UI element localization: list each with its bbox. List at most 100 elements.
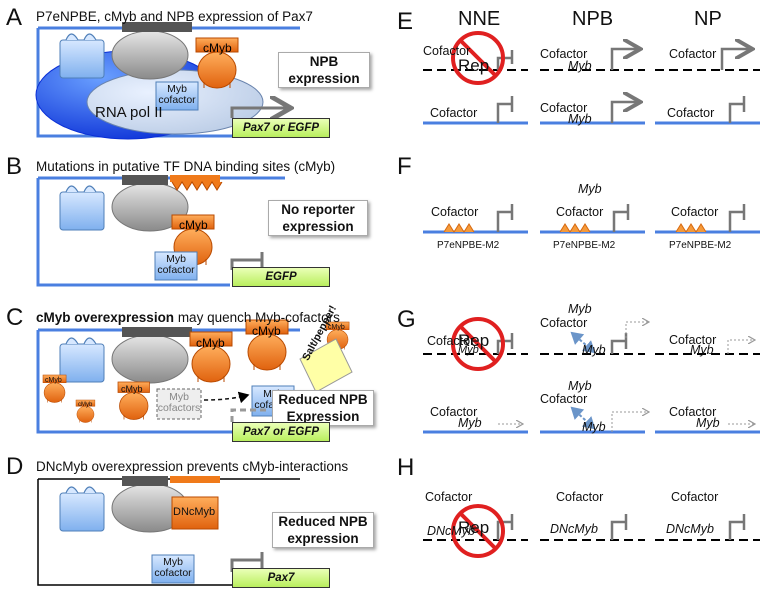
cofactor-line1: Myb xyxy=(166,253,186,265)
h-nne-dncmyb: DNcMyb xyxy=(427,524,475,538)
panel-f-graphics xyxy=(423,204,760,234)
panel-a-cofactor: Myb cofactor xyxy=(156,84,198,106)
panel-f-letter: F xyxy=(397,153,412,180)
panel-a-letter: A xyxy=(6,4,23,31)
panel-d-letter: D xyxy=(6,453,24,480)
cofactor-line2: cofactor xyxy=(154,567,192,579)
g-np-cofactor: Cofactor xyxy=(669,333,717,347)
panel-b-cofactor: Myb cofactor xyxy=(155,254,197,276)
free-cmyb-4: cMyb xyxy=(328,324,345,331)
outcome-line1: NPB xyxy=(309,54,339,69)
panel-b-letter: B xyxy=(6,153,23,180)
outcome-line2: expression xyxy=(287,531,359,546)
h-rep-label: Rep xyxy=(458,518,490,537)
panel-c-cmyb: cMyb xyxy=(196,336,225,350)
panel-a-title: P7eNPBE, cMyb and NPB expression of Pax7 xyxy=(36,9,313,24)
outcome-line1: No reporter xyxy=(281,202,355,217)
f-nne-enhancer: P7eNPBE-M2 xyxy=(437,240,500,251)
cofactor-line2: cofactor xyxy=(158,94,196,106)
g-npb-myb: Myb xyxy=(582,343,606,357)
h-np-cofactor: Cofactor xyxy=(671,490,719,504)
h-nne-cofactor: Cofactor xyxy=(425,490,473,504)
panel-c-letter: C xyxy=(6,304,24,331)
panel-a-graphics xyxy=(35,22,300,140)
panel-g-letter: G xyxy=(397,306,416,333)
panel-b-cmyb: cMyb xyxy=(179,218,208,232)
g-rep-label: Rep xyxy=(458,331,490,350)
g-nne-myb: Myb xyxy=(458,344,479,356)
e-npb-cofactor: Cofactor xyxy=(540,47,588,61)
e-npb-myb-bottom: Myb xyxy=(568,112,592,126)
free-cmyb-2: cMyb xyxy=(78,402,93,408)
panel-a-cmyb: cMyb xyxy=(203,41,232,55)
g-npb-myb-top-bottom: Myb xyxy=(568,379,592,393)
f-npb-myb: Myb xyxy=(578,182,602,196)
panel-h-letter: H xyxy=(397,454,415,481)
outcome-line2: expression xyxy=(288,71,360,86)
panel-d-outcome: Reduced NPB expression xyxy=(272,512,374,548)
outcome-line2: Expression xyxy=(286,409,360,424)
g-nne-myb-bottom: Myb xyxy=(458,416,482,430)
f-npb-enhancer: P7eNPBE-M2 xyxy=(553,240,616,251)
g-npb-cofactor: Cofactor xyxy=(540,316,588,330)
e-np-cofactor-bottom: Cofactor xyxy=(667,106,715,120)
panel-c-outcome: Reduced NPB Expression xyxy=(272,390,374,426)
title-bold: cMyb overexpression xyxy=(36,310,175,325)
panel-c-title: cMyb overexpression may quench Myb-cofac… xyxy=(36,310,340,325)
f-nne-cofactor: Cofactor xyxy=(431,205,479,219)
g-np-myb-bottom: Myb xyxy=(696,416,720,430)
panel-d-title: DNcMyb overexpression prevents cMyb-inte… xyxy=(36,459,349,474)
panel-b-gene: EGFP xyxy=(232,267,330,287)
panel-d-gene: Pax7 xyxy=(232,568,330,588)
g-npb-cofactor-bottom: Cofactor xyxy=(540,392,588,406)
panel-a-gene: Pax7 or EGFP xyxy=(232,118,330,138)
g-np-myb: Myb xyxy=(690,343,714,357)
e-rep-label: Rep xyxy=(458,56,490,75)
f-npb-cofactor: Cofactor xyxy=(556,205,604,219)
e-npb-myb: Myb xyxy=(568,59,592,73)
panel-b-outcome: No reporter expression xyxy=(268,200,368,236)
panel-b-graphics xyxy=(36,175,285,287)
h-np-dncmyb: DNcMyb xyxy=(666,522,714,536)
panel-a-polymerase: RNA pol II xyxy=(95,104,163,121)
panel-e-graphics xyxy=(423,31,760,125)
e-npb-cofactor-bottom: Cofactor xyxy=(540,101,588,115)
column-header-np: NP xyxy=(694,8,722,30)
e-np-cofactor: Cofactor xyxy=(669,47,717,61)
title-rest: may quench Myb-cofactors xyxy=(174,310,340,325)
panel-c-gene: Pax7 or EGFP xyxy=(232,422,330,442)
panel-e-letter: E xyxy=(397,8,414,35)
panel-d-graphics xyxy=(37,476,300,586)
h-npb-cofactor: Cofactor xyxy=(556,490,604,504)
f-np-enhancer: P7eNPBE-M2 xyxy=(669,240,732,251)
f-np-cofactor: Cofactor xyxy=(671,205,719,219)
panel-c-ghost-cofactors: Myb cofactors xyxy=(157,392,201,414)
ghost-line2: cofactors xyxy=(157,402,201,414)
cofactor-line2: cofactor xyxy=(157,264,195,276)
free-cmyb-1: cMyb xyxy=(45,377,62,384)
panel-d-cofactor: Myb cofactor xyxy=(152,557,194,579)
panel-h-graphics xyxy=(423,504,760,558)
panel-c-graphics xyxy=(36,319,353,434)
cofactor-line1: Myb xyxy=(163,556,183,568)
cofactor-line1: Myb xyxy=(167,83,187,95)
ghost-line1: Myb xyxy=(169,391,189,403)
outcome-line2: expression xyxy=(282,219,354,234)
g-npb-myb-bottom: Myb xyxy=(582,420,606,434)
panel-d-dncmyb: DNcMyb xyxy=(173,506,216,518)
h-npb-dncmyb: DNcMyb xyxy=(550,522,598,536)
panel-g-graphics xyxy=(423,317,760,434)
outcome-line1: Reduced NPB xyxy=(278,392,368,407)
outcome-line1: Reduced NPB xyxy=(278,514,368,529)
column-header-nne: NNE xyxy=(458,8,501,30)
g-nne-cofactor: Cofactor xyxy=(427,334,475,348)
e-nne-cofactor-bottom: Cofactor xyxy=(430,106,478,120)
g-np-cofactor-bottom: Cofactor xyxy=(669,405,717,419)
panel-a-outcome: NPB expression xyxy=(278,52,370,88)
panel-b-title: Mutations in putative TF DNA binding sit… xyxy=(36,159,336,174)
panel-c-cmyb-2: cMyb xyxy=(252,324,281,338)
g-nne-cofactor-bottom: Cofactor xyxy=(430,405,478,419)
free-cmyb-3: cMyb xyxy=(121,384,143,394)
g-npb-myb-top: Myb xyxy=(568,302,592,316)
